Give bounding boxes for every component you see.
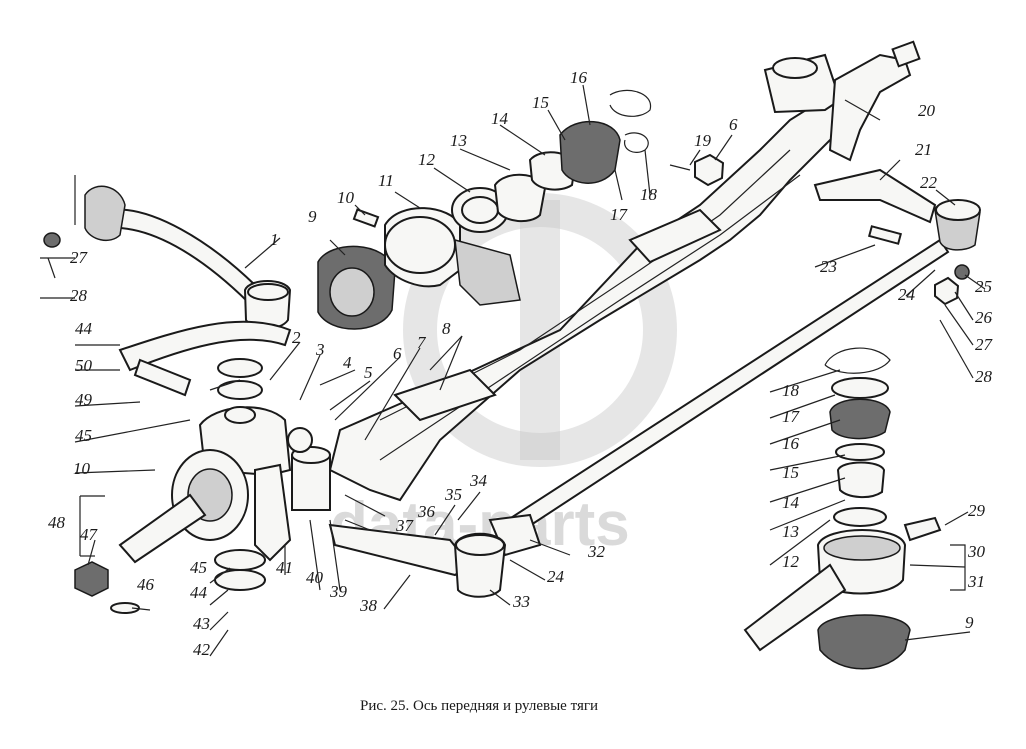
callout-4: 4 bbox=[343, 353, 352, 372]
callout-18: 18 bbox=[782, 381, 800, 400]
callout-16: 16 bbox=[782, 434, 800, 453]
callout-10: 10 bbox=[73, 459, 91, 478]
callout-9: 9 bbox=[965, 613, 974, 632]
callout-24: 24 bbox=[547, 567, 565, 586]
steering-lever bbox=[118, 320, 292, 397]
right-knuckle bbox=[763, 40, 921, 162]
right-exploded-stack bbox=[743, 347, 942, 670]
callout-32: 32 bbox=[587, 542, 606, 561]
callout-17: 17 bbox=[782, 407, 801, 426]
callout-46: 46 bbox=[137, 575, 155, 594]
callout-23: 23 bbox=[820, 257, 837, 276]
callout-13: 13 bbox=[450, 131, 467, 150]
callout-36: 36 bbox=[417, 502, 436, 521]
callout-31: 31 bbox=[967, 572, 985, 591]
left-steering-arm bbox=[328, 523, 507, 598]
callout-8: 8 bbox=[442, 319, 451, 338]
callout-47: 47 bbox=[80, 525, 99, 544]
callout-30: 30 bbox=[967, 542, 986, 561]
callout-6: 6 bbox=[729, 115, 738, 134]
callout-28: 28 bbox=[975, 367, 993, 386]
callout-38: 38 bbox=[359, 596, 378, 615]
callout-21: 21 bbox=[915, 140, 932, 159]
castle-nut bbox=[74, 561, 140, 614]
callout-15: 15 bbox=[782, 463, 799, 482]
leader-lines bbox=[40, 84, 986, 657]
callout-39: 39 bbox=[329, 582, 348, 601]
callout-33: 33 bbox=[512, 592, 530, 611]
callout-15: 15 bbox=[532, 93, 549, 112]
callout-44: 44 bbox=[75, 319, 93, 338]
callout-45: 45 bbox=[75, 426, 92, 445]
drag-link bbox=[74, 175, 292, 330]
callout-7: 7 bbox=[417, 333, 427, 352]
callout-37: 37 bbox=[395, 516, 415, 535]
callout-27: 27 bbox=[70, 248, 89, 267]
callout-16: 16 bbox=[570, 68, 588, 87]
callout-24: 24 bbox=[898, 285, 916, 304]
callout-2: 2 bbox=[292, 328, 301, 347]
callout-14: 14 bbox=[782, 493, 800, 512]
callout-20: 20 bbox=[918, 101, 936, 120]
figure-caption: Рис. 25. Ось передняя и рулевые тяги bbox=[360, 698, 598, 714]
left-knuckle bbox=[118, 406, 292, 564]
cover-plates bbox=[214, 358, 266, 591]
callout-29: 29 bbox=[968, 501, 986, 520]
callout-48: 48 bbox=[48, 513, 66, 532]
callout-12: 12 bbox=[418, 150, 436, 169]
left-small-parts bbox=[43, 208, 380, 279]
callout-45: 45 bbox=[190, 558, 207, 577]
callout-9: 9 bbox=[308, 207, 317, 226]
callout-43: 43 bbox=[193, 614, 210, 633]
callout-11: 11 bbox=[378, 171, 394, 190]
upper-stack bbox=[451, 89, 652, 233]
callout-14: 14 bbox=[491, 109, 509, 128]
callout-40: 40 bbox=[306, 568, 324, 587]
callout-5: 5 bbox=[364, 363, 373, 382]
callout-34: 34 bbox=[469, 471, 488, 490]
callout-12: 12 bbox=[782, 552, 800, 571]
callout-35: 35 bbox=[444, 485, 462, 504]
callout-28: 28 bbox=[70, 286, 88, 305]
callout-22: 22 bbox=[920, 173, 938, 192]
callout-19: 19 bbox=[694, 131, 712, 150]
nut-upper bbox=[669, 153, 725, 187]
callout-25: 25 bbox=[975, 277, 992, 296]
callout-labels: 1 2 3 4 5 6 6 7 8 9 9 10 10 11 12 12 13 … bbox=[48, 68, 994, 659]
bushing-left bbox=[384, 207, 521, 306]
callout-6: 6 bbox=[393, 344, 402, 363]
callout-13: 13 bbox=[782, 522, 799, 541]
callout-3: 3 bbox=[315, 340, 325, 359]
right-fasteners bbox=[867, 225, 970, 306]
callout-17: 17 bbox=[610, 205, 629, 224]
callout-49: 49 bbox=[75, 390, 93, 409]
callout-50: 50 bbox=[75, 356, 93, 375]
callout-26: 26 bbox=[975, 308, 993, 327]
axle-beam bbox=[328, 93, 862, 502]
callout-41: 41 bbox=[276, 558, 293, 577]
callout-42: 42 bbox=[193, 640, 211, 659]
callout-44: 44 bbox=[190, 583, 208, 602]
callout-18: 18 bbox=[640, 185, 658, 204]
callout-1: 1 bbox=[270, 230, 279, 249]
right-steering-arm bbox=[813, 168, 981, 251]
callout-10: 10 bbox=[337, 188, 355, 207]
cushion-left bbox=[317, 245, 396, 330]
callout-27: 27 bbox=[975, 335, 994, 354]
kingpin bbox=[287, 427, 331, 511]
